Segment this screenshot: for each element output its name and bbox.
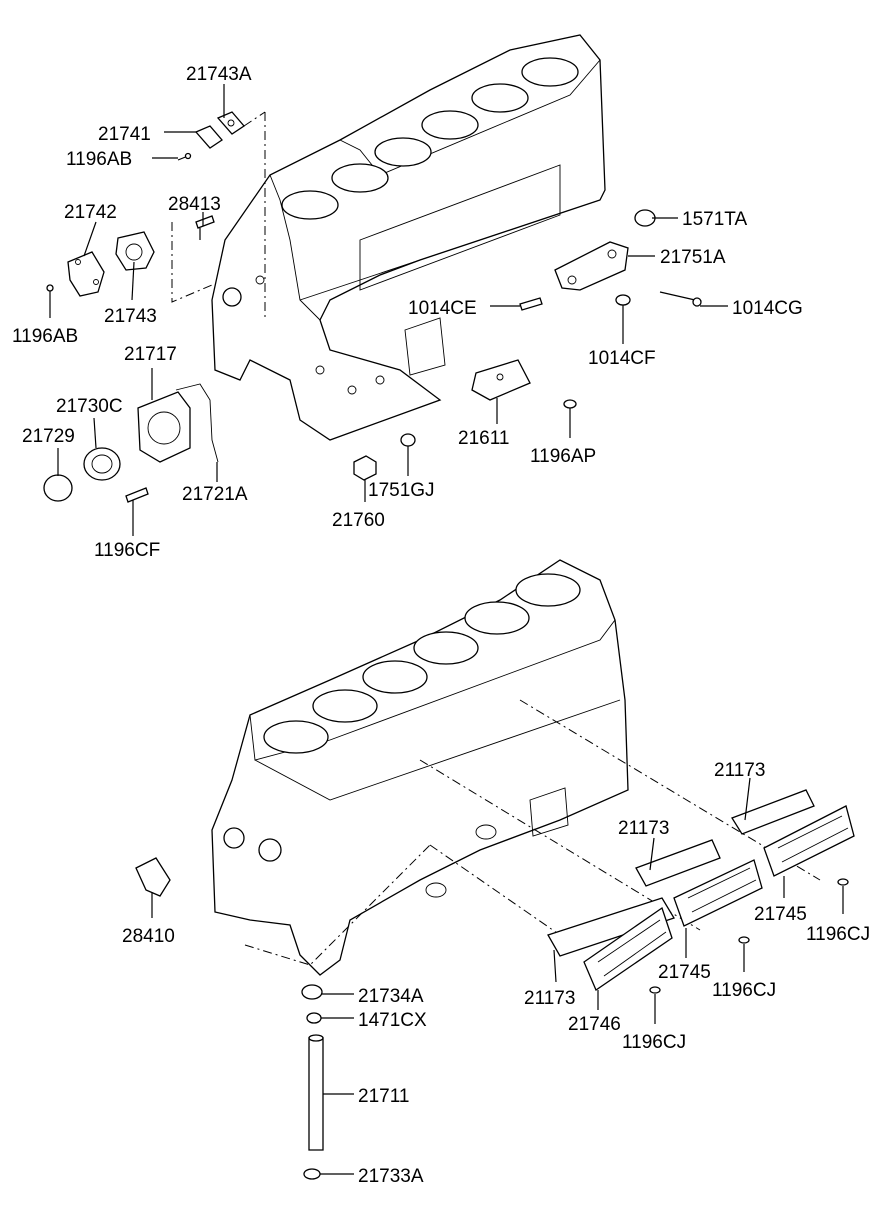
label-21611: 21611 — [458, 428, 509, 449]
label-21730C: 21730C — [56, 396, 123, 417]
label-1196AB-top: 1196AB — [66, 149, 132, 170]
label-21743: 21743 — [104, 306, 157, 327]
part-21743A-gasket — [216, 111, 245, 135]
part-labels: 21743A 21741 1196AB 21742 28413 21743 11… — [12, 64, 870, 1187]
label-21742: 21742 — [64, 202, 117, 223]
part-1196CF-bolt — [125, 487, 149, 503]
label-21711: 21711 — [358, 1086, 409, 1107]
label-1014CF: 1014CF — [588, 348, 656, 369]
label-21173-right: 21173 — [714, 760, 765, 781]
part-21734A-fitting — [301, 984, 323, 1000]
gasket-21173-a — [547, 897, 675, 957]
label-21729: 21729 — [22, 426, 75, 447]
label-21743A-top: 21743A — [186, 64, 252, 85]
label-21760: 21760 — [332, 510, 385, 531]
part-1751GJ-washer — [400, 433, 416, 447]
upper-cylinder-block — [211, 34, 606, 441]
label-1471CX: 1471CX — [358, 1010, 427, 1031]
label-21745-right: 21745 — [754, 904, 807, 925]
lower-cylinder-block — [211, 559, 629, 976]
label-1196CF: 1196CF — [94, 540, 160, 561]
part-21711-tube — [308, 1034, 324, 1151]
gasket-21173-c — [731, 789, 815, 835]
bolts-1196CJ — [649, 878, 849, 994]
label-1196CJ-left: 1196CJ — [622, 1032, 686, 1053]
part-1014CG-bolt — [659, 291, 702, 307]
part-1196AB-top-bolt — [177, 152, 192, 161]
label-21173-left: 21173 — [524, 988, 575, 1009]
cover-21745-a — [673, 859, 763, 927]
part-21742-cover-plate — [67, 251, 105, 297]
part-21729-sleeve — [43, 474, 73, 502]
label-1751GJ: 1751GJ — [368, 480, 435, 501]
label-21746: 21746 — [568, 1014, 621, 1035]
label-21721A: 21721A — [182, 484, 248, 505]
label-28410: 28410 — [122, 926, 175, 947]
part-21721A-gasket — [175, 383, 219, 463]
part-28413-bolt — [195, 215, 215, 240]
label-1571TA: 1571TA — [682, 209, 747, 230]
label-21751A: 21751A — [660, 247, 726, 268]
label-1014CE: 1014CE — [408, 298, 477, 319]
label-21173-middle: 21173 — [618, 818, 669, 839]
part-1014CE-bolt — [519, 297, 543, 311]
part-21760-nut — [353, 455, 377, 481]
label-21734A: 21734A — [358, 986, 424, 1007]
part-21743-gasket — [115, 231, 155, 271]
label-21733A: 21733A — [358, 1166, 424, 1187]
leader-dashed-upper-left — [171, 111, 266, 320]
leader-dashed-lower — [244, 699, 821, 966]
part-1196AP-bolt — [563, 399, 577, 409]
label-28413: 28413 — [168, 194, 221, 215]
part-21741-plate — [194, 125, 223, 149]
cover-21746 — [583, 906, 673, 991]
label-1196AB-left: 1196AB — [12, 326, 78, 347]
label-21717: 21717 — [124, 344, 177, 365]
part-21751A-bracket — [554, 241, 629, 291]
gasket-21173-b — [635, 839, 721, 887]
part-21717-seal-housing — [137, 391, 191, 463]
label-1196AP: 1196AP — [530, 446, 596, 467]
label-1014CG: 1014CG — [732, 298, 803, 319]
label-1196CJ-right: 1196CJ — [806, 924, 870, 945]
part-21611-bracket — [471, 359, 531, 401]
part-1014CF-bolt — [615, 294, 631, 318]
label-21745-middle: 21745 — [658, 962, 711, 983]
cover-21745-b — [763, 805, 855, 877]
label-21741: 21741 — [98, 124, 151, 145]
part-28410-bracket — [135, 857, 171, 897]
label-1196CJ-middle: 1196CJ — [712, 980, 776, 1001]
leader-lines — [49, 84, 844, 1175]
part-1196AB-left-bolt — [46, 284, 54, 310]
part-1471CX-oring — [306, 1012, 322, 1024]
part-21733A-clip — [303, 1168, 321, 1180]
part-21730C-oil-seal — [83, 447, 121, 481]
